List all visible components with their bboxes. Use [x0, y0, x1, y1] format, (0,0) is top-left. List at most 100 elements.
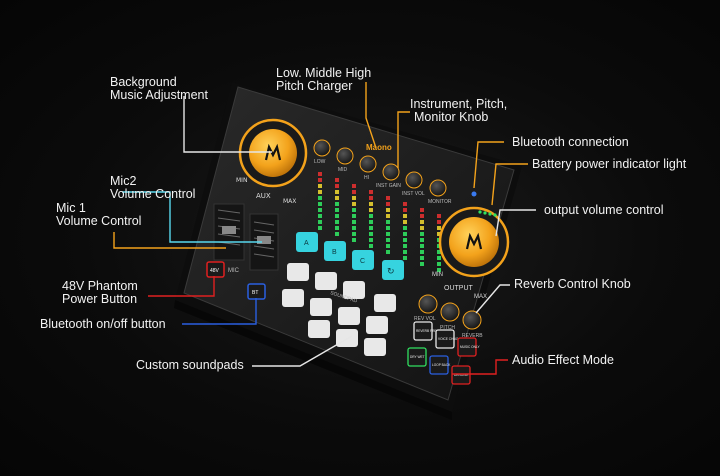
meter-segment: [403, 202, 407, 206]
soundpads[interactable]: ABC↻: [282, 232, 404, 356]
meter-segment: [369, 196, 373, 200]
meter-segment: [352, 202, 356, 206]
meter-segment: [420, 220, 424, 224]
meter-segment: [437, 214, 441, 218]
effect-button-label: LOOP BACK: [432, 363, 451, 367]
soundpad[interactable]: [336, 329, 358, 347]
effect-button[interactable]: [407, 347, 427, 367]
callout-output-volume: output volume control: [544, 203, 664, 217]
meter-segment: [369, 208, 373, 212]
soundpad-b[interactable]: [324, 241, 346, 261]
effect-button-label: DENOISE: [454, 373, 468, 377]
meter-segment: [335, 220, 339, 224]
soundpad[interactable]: [287, 263, 309, 281]
callout-audio-effect-mode: Audio Effect Mode: [512, 353, 614, 367]
meter-segment: [352, 238, 356, 242]
soundpad[interactable]: [343, 281, 365, 299]
effect-button-label: DRY WET: [410, 355, 425, 359]
meter-segment: [369, 202, 373, 206]
effect-button-label: REVERB PRESETS: [416, 329, 445, 333]
status-leds: [471, 191, 497, 217]
reverb-label-pitch: PITCH: [440, 325, 455, 331]
soundpad[interactable]: [310, 298, 332, 316]
meter-segment: [403, 256, 407, 260]
meter-segment: [352, 190, 356, 194]
soundpad[interactable]: [366, 316, 388, 334]
meter-segment: [335, 184, 339, 188]
eq-label-inst-vol: INST VOL: [402, 191, 425, 197]
meter-segment: [386, 202, 390, 206]
meter-segment: [352, 208, 356, 212]
callout-reverb-knob: Reverb Control Knob: [514, 277, 631, 291]
meter-segment: [403, 208, 407, 212]
bluetooth-led-icon: [471, 191, 477, 197]
meter-segment: [369, 226, 373, 230]
meter-segment: [318, 226, 322, 230]
callout-lines: [113, 82, 536, 375]
svg-text:BT: BT: [252, 290, 258, 296]
meter-segment: [403, 250, 407, 254]
eq-knobs[interactable]: [313, 139, 447, 197]
meter-segment: [335, 226, 339, 230]
reverb-label-revvol: REV VOL: [414, 316, 436, 322]
output-knob[interactable]: [438, 206, 510, 278]
soundpad[interactable]: [308, 320, 330, 338]
effect-button[interactable]: [451, 365, 471, 385]
aux-min-label: MIN: [236, 177, 247, 184]
eq-label-monitor: MONITOR: [428, 199, 452, 205]
effect-button[interactable]: [457, 337, 477, 357]
meter-segment: [386, 196, 390, 200]
soundpad[interactable]: [338, 307, 360, 325]
callout-mic1-volume: Mic 1 Volume Control: [56, 201, 142, 228]
meter-segment: [352, 214, 356, 218]
meter-segment: [352, 196, 356, 200]
eq-label-inst-gain: INST GAIN: [376, 183, 401, 189]
meter-segment: [420, 226, 424, 230]
meter-segment: [318, 178, 322, 182]
loop-icon: ↻: [387, 266, 395, 276]
soundpad[interactable]: [282, 289, 304, 307]
meter-segment: [437, 232, 441, 236]
soundpad-loop[interactable]: [382, 260, 404, 280]
effect-button[interactable]: [429, 355, 449, 375]
meter-segment: [386, 208, 390, 212]
reverb-knobs[interactable]: [418, 294, 482, 330]
meter-segment: [369, 220, 373, 224]
callout-mic2-volume: Mic2 Volume Control: [110, 174, 196, 201]
effect-button[interactable]: [413, 321, 433, 341]
soundpad-a[interactable]: [296, 232, 318, 252]
callout-custom-soundpads: Custom soundpads: [136, 358, 244, 372]
soundpad[interactable]: [374, 294, 396, 312]
soundpad-letter: A: [304, 240, 309, 247]
meter-segment: [335, 196, 339, 200]
meter-segment: [352, 220, 356, 224]
meter-segment: [369, 238, 373, 242]
brand-logo: Maono: [366, 143, 392, 152]
meter-segment: [437, 268, 441, 272]
bluetooth-button[interactable]: BT: [247, 283, 266, 300]
meter-segment: [369, 232, 373, 236]
meter-segment: [318, 196, 322, 200]
aux-knob[interactable]: [238, 118, 308, 188]
meter-segment: [318, 220, 322, 224]
effect-button[interactable]: [435, 329, 455, 349]
meter-segment: [420, 208, 424, 212]
meter-segment: [318, 190, 322, 194]
callout-pitch-charger: Low. Middle High Pitch Charger: [276, 66, 372, 93]
meter-segment: [437, 262, 441, 266]
eq-label-hi: HI: [364, 175, 369, 181]
meter-segment: [335, 208, 339, 212]
mic-faders[interactable]: [213, 203, 279, 271]
eq-label-low: LOW: [314, 159, 326, 165]
soundpad-c[interactable]: [352, 250, 374, 270]
callout-bluetooth-onoff: Bluetooth on/off button: [40, 317, 166, 331]
callout-background-music: Background Music Adjustment: [110, 75, 208, 102]
meter-segment: [386, 220, 390, 224]
callout-instrument-knob: Instrument, Pitch, Monitor Knob: [410, 97, 508, 124]
svg-text:48V: 48V: [210, 268, 220, 274]
soundpad[interactable]: [364, 338, 386, 356]
mic-label: MIC: [228, 268, 240, 274]
phantom-power-button[interactable]: 48V: [206, 261, 225, 278]
soundpad[interactable]: [315, 272, 337, 290]
